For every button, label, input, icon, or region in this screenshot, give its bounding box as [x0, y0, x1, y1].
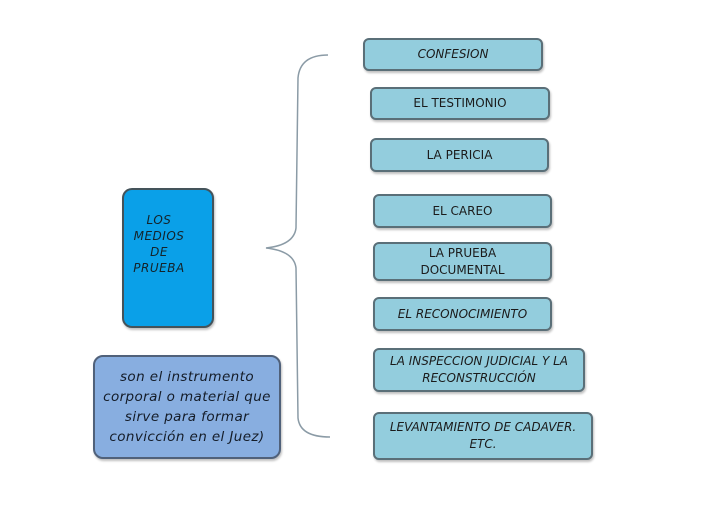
item-label: EL TESTIMONIO: [413, 96, 507, 110]
item-label: EL CAREO: [432, 203, 493, 218]
definition-text: son el instrumento corporal o material q…: [103, 369, 271, 445]
item-confesion: CONFESION: [363, 38, 543, 71]
item-label: EL RECONOCIMIENTO: [397, 306, 528, 321]
item-levantamiento-cadaver: LEVANTAMIENTO DE CADAVER. ETC.: [373, 412, 593, 460]
item-reconocimiento: EL RECONOCIMIENTO: [373, 297, 552, 331]
item-label: LA PERICIA: [426, 147, 493, 162]
item-pericia: LA PERICIA: [370, 138, 549, 172]
item-label: CONFESION: [417, 47, 489, 61]
item-label: LEVANTAMIENTO DE CADAVER. ETC.: [389, 420, 577, 451]
definition-box: son el instrumento corporal o material q…: [93, 355, 281, 459]
item-label: LA PRUEBA DOCUMENTAL: [420, 245, 505, 277]
item-careo: EL CAREO: [373, 194, 552, 228]
item-label: LA INSPECCION JUDICIAL Y LA RECONSTRUCCI…: [390, 354, 568, 385]
item-inspeccion-judicial: LA INSPECCION JUDICIAL Y LA RECONSTRUCCI…: [373, 348, 585, 392]
item-testimonio: EL TESTIMONIO: [370, 87, 550, 120]
item-prueba-documental: LA PRUEBA DOCUMENTAL: [373, 242, 552, 281]
main-concept-box: LOS MEDIOS DE PRUEBA: [122, 188, 214, 328]
main-concept-label: LOS MEDIOS DE PRUEBA: [133, 213, 185, 275]
